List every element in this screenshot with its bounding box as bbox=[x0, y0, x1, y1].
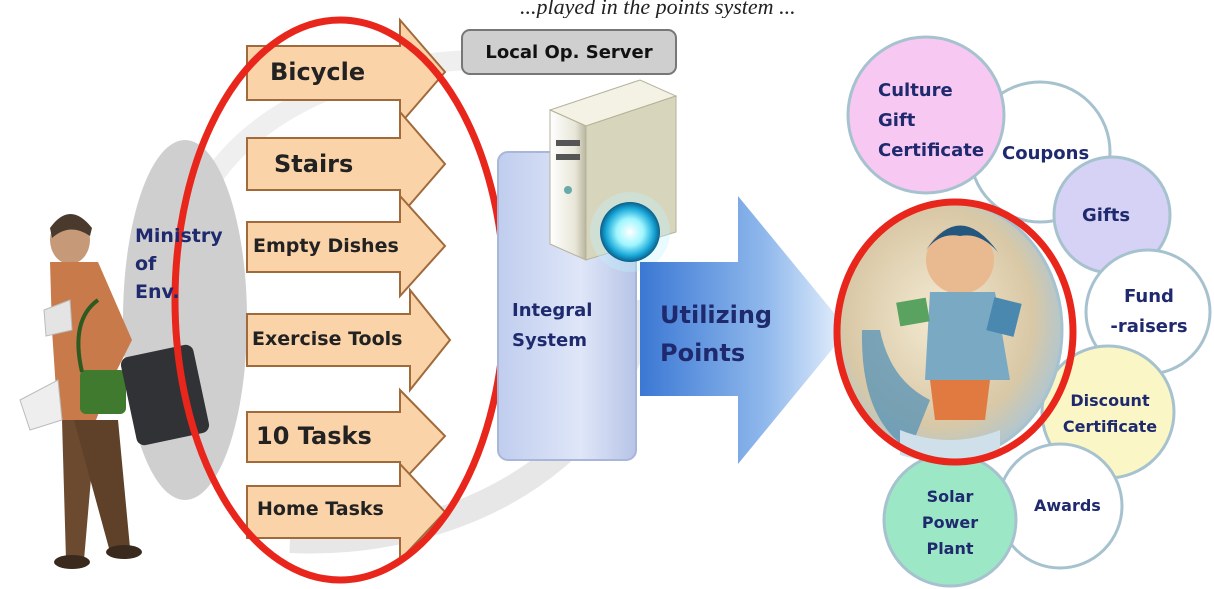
reward-solar-line-3: Plant bbox=[926, 539, 974, 558]
arrow-home-tasks bbox=[246, 461, 447, 563]
integral-line-2: System bbox=[512, 330, 587, 351]
reward-fund-line-1: Fund bbox=[1124, 286, 1174, 307]
reward-discount-line-2: Certificate bbox=[1062, 417, 1158, 436]
utilizing-points-label: Utilizing Points bbox=[660, 296, 790, 372]
reward-gifts: Gifts bbox=[1082, 205, 1131, 226]
reward-culture-line-2: Gift bbox=[878, 110, 916, 131]
utilizing-points-arrow bbox=[640, 196, 848, 464]
reward-culture-line-1: Culture bbox=[878, 80, 953, 101]
walking-person-icon bbox=[19, 214, 210, 569]
ministry-line-1: Ministry bbox=[135, 225, 223, 247]
reward-solar-line-2: Power bbox=[921, 513, 979, 532]
utilizing-line-2: Points bbox=[660, 339, 746, 367]
ministry-label: Ministry of Env. bbox=[135, 222, 235, 306]
arrow-empty-dishes bbox=[246, 193, 447, 299]
top-caption: ...played in the points system ... bbox=[520, 0, 796, 18]
reward-awards: Awards bbox=[1034, 496, 1101, 515]
ministry-line-3: Env. bbox=[135, 281, 180, 303]
activity-arrows bbox=[246, 17, 452, 563]
ministry-line-2: of bbox=[135, 253, 157, 275]
server-label: Local Op. Server bbox=[485, 41, 653, 63]
server-label-box bbox=[461, 29, 677, 75]
reward-solar: Solar Power Plant bbox=[910, 484, 990, 562]
activity-label-home-tasks: Home Tasks bbox=[257, 498, 384, 520]
reward-solar-line-1: Solar bbox=[926, 487, 974, 506]
activity-label-bicycle: Bicycle bbox=[270, 58, 366, 86]
integral-line-1: Integral bbox=[512, 300, 593, 321]
activity-label-empty-dishes: Empty Dishes bbox=[253, 235, 399, 257]
reward-discount-line-1: Discount bbox=[1070, 391, 1150, 410]
glowing-orb-icon bbox=[590, 192, 670, 272]
reward-fund-line-2: -raisers bbox=[1110, 316, 1188, 337]
arrow-10-tasks bbox=[246, 387, 447, 487]
reward-fund: Fund -raisers bbox=[1104, 282, 1194, 342]
reward-bubbles bbox=[846, 35, 1212, 588]
red-ring-globe bbox=[833, 198, 1077, 466]
bubble-culture bbox=[846, 35, 1006, 195]
utilizing-line-1: Utilizing bbox=[660, 301, 773, 329]
reward-discount: Discount Certificate bbox=[1055, 388, 1165, 440]
arrow-exercise-tools bbox=[246, 287, 452, 393]
activity-label-exercise-tools: Exercise Tools bbox=[252, 328, 403, 350]
integral-system-label: Integral System bbox=[512, 296, 622, 356]
reward-culture-line-3: Certificate bbox=[878, 140, 985, 161]
arrow-stairs bbox=[246, 109, 447, 219]
activity-label-stairs: Stairs bbox=[274, 150, 354, 178]
reward-culture: Culture Gift Certificate bbox=[878, 76, 984, 166]
reward-coupons: Coupons bbox=[1002, 143, 1090, 164]
activity-label-10-tasks: 10 Tasks bbox=[256, 422, 372, 450]
